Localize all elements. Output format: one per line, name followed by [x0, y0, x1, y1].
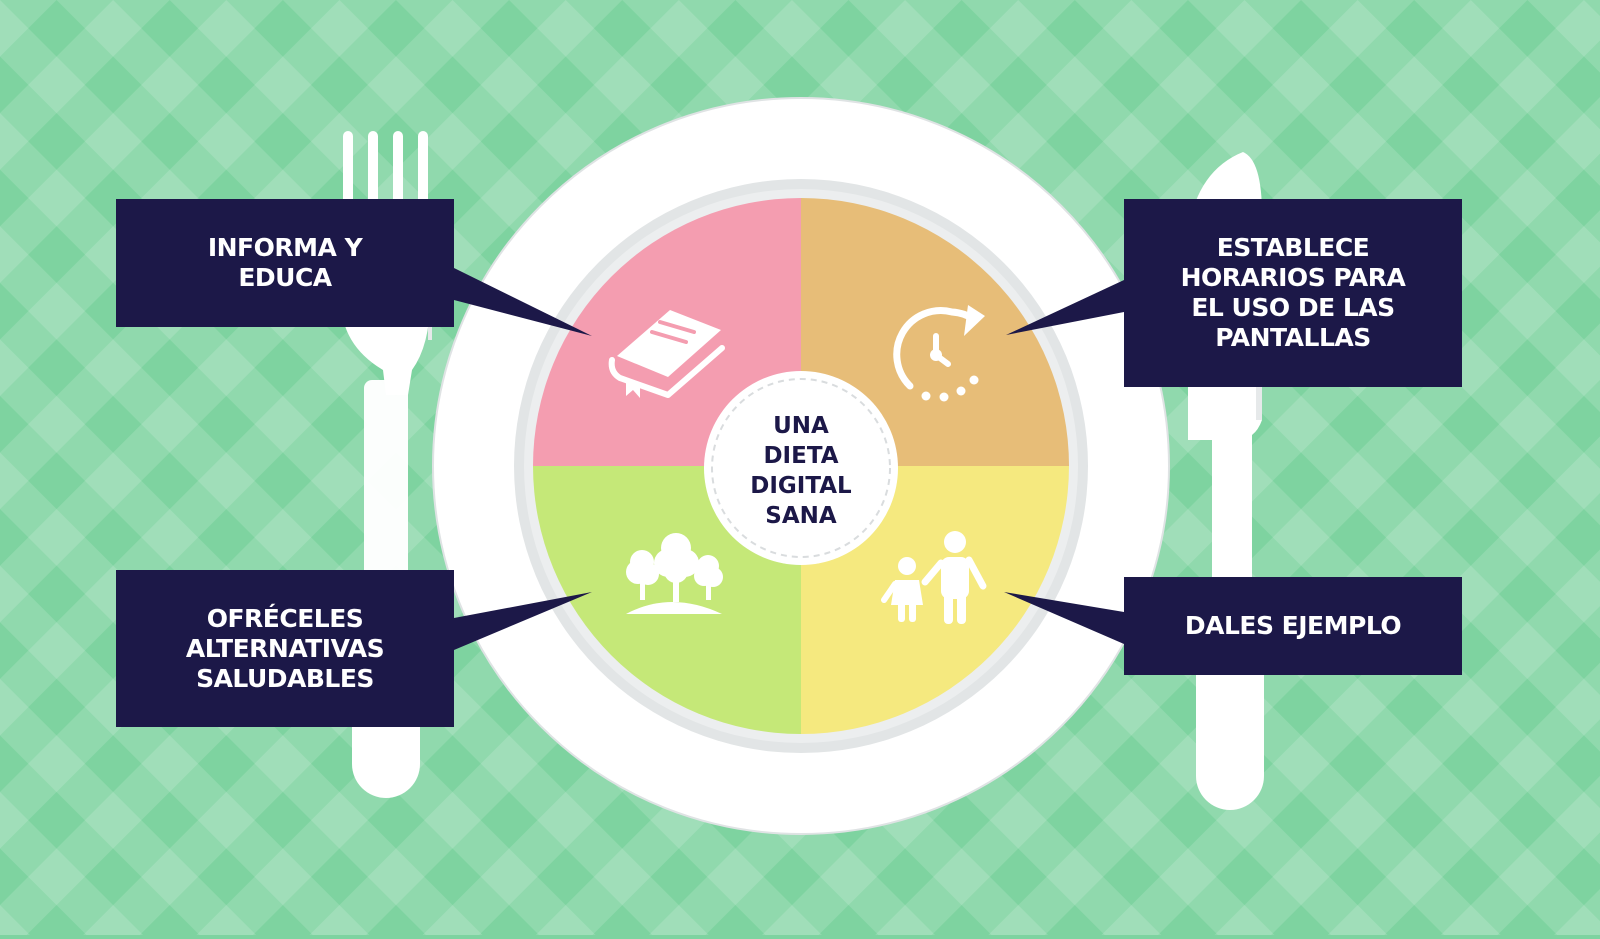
pointer-horarios: [1006, 280, 1124, 335]
callout-pointers: [454, 268, 1124, 650]
pointer-informa: [454, 268, 592, 336]
label-establece-horarios: ESTABLECE HORARIOS PARA EL USO DE LAS PA…: [1124, 199, 1462, 387]
label-informa-y-educa: INFORMA Y EDUCA: [116, 199, 454, 327]
center-circle: [704, 371, 898, 565]
family-icon: [881, 531, 987, 624]
pointer-ejemplo: [1004, 592, 1124, 644]
trees-icon: [626, 533, 723, 614]
pointer-alternativas: [454, 592, 592, 650]
clock-icon: [893, 305, 985, 402]
label-alternativas-saludables: OFRÉCELES ALTERNATIVAS SALUDABLES: [116, 570, 454, 727]
book-icon: [608, 310, 725, 398]
center-title: UNA DIETA DIGITAL SANA: [750, 413, 852, 529]
label-dales-ejemplo: DALES EJEMPLO: [1124, 577, 1462, 675]
